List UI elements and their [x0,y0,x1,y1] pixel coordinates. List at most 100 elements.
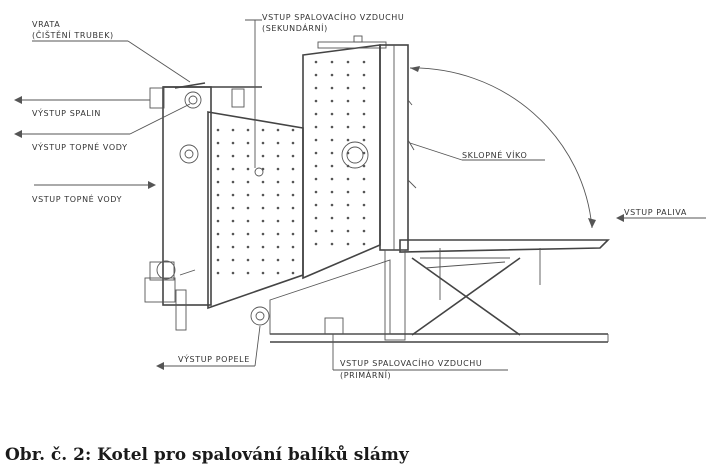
rivet [362,177,366,181]
rivet [261,219,265,223]
top-fittings [149,82,262,109]
rivet [346,73,350,77]
rivet [276,128,280,132]
rivet [291,219,295,223]
rivet [362,86,366,90]
rivet [362,112,366,116]
rivet [314,73,318,77]
rivet [291,154,295,158]
rivet [261,245,265,249]
rivet [261,128,265,132]
rivet [246,167,250,171]
ash-outlet-flange [250,306,270,326]
tilting-lid [379,44,596,251]
rivet [346,203,350,207]
rivet [362,138,366,142]
rivet [314,60,318,64]
label-vrata-title: VRATA [32,20,60,29]
rivet [231,271,235,275]
rivet [291,167,295,171]
rivet [314,190,318,194]
rivet [346,86,350,90]
rivet [314,242,318,246]
rivet [330,99,334,103]
rivet [276,154,280,158]
rivet [314,138,318,142]
rivet [246,193,250,197]
rivet [362,99,366,103]
rivet [276,206,280,210]
rivet [330,86,334,90]
label-viko-text: SKLOPNÉ VÍKO [462,149,527,160]
rivet [276,167,280,171]
rivet [261,180,265,184]
rivet [246,206,250,210]
figure-caption: Obr. č. 2: Kotel pro spalování balíků sl… [5,445,409,465]
label-vstup-sekundarni: VSTUP SPALOVACÍHO VZDUCHU (SEKUNDÁRNÍ) [245,11,404,177]
rivet [291,271,295,275]
rivet [346,216,350,220]
rivet [346,125,350,129]
label-vstup-paliva: VSTUP PALIVA [616,208,706,222]
rivet [330,229,334,233]
label-vstup-voda-text: VSTUP TOPNÉ VODY [32,193,122,204]
rivet [231,258,235,262]
rivet [291,206,295,210]
rivet [231,154,235,158]
rivet [216,258,220,262]
rivet [231,219,235,223]
label-vstup-topne-vody: VSTUP TOPNÉ VODY [32,181,156,204]
rivet [261,154,265,158]
rivet [330,177,334,181]
rivet [362,229,366,233]
rivet [276,180,280,184]
rivet [216,232,220,236]
rivet [362,151,366,155]
rivet [362,190,366,194]
rivet [346,242,350,246]
boiler-main-body [162,35,387,310]
label-sek-title: VSTUP SPALOVACÍHO VZDUCHU [262,11,404,22]
rivet [330,151,334,155]
rivet [291,258,295,262]
firebox-rivets [216,128,295,275]
rivet [246,271,250,275]
rivet [231,232,235,236]
rivet [346,177,350,181]
rivet [291,141,295,145]
label-vystup-voda-text: VÝSTUP TOPNÉ VODY [32,141,128,152]
rivet [330,203,334,207]
rivet [330,138,334,142]
rivet [276,141,280,145]
rivet [216,206,220,210]
rivet [314,99,318,103]
rivet [362,216,366,220]
label-vrata-sub: (ČIŠTĚNÍ TRUBEK) [32,29,114,40]
rivet [246,180,250,184]
pump-unit [144,260,196,331]
rivet [314,86,318,90]
tower-flange [341,141,369,169]
rivet [231,167,235,171]
boiler-diagram: VRATA (ČIŠTĚNÍ TRUBEK) VSTUP SPALOVACÍHO… [14,11,706,380]
rivet [291,128,295,132]
rivet [216,141,220,145]
rivet [362,125,366,129]
rivet [216,193,220,197]
rivet [362,73,366,77]
rivet [231,206,235,210]
rivet [291,245,295,249]
rivet [261,141,265,145]
rivet [330,216,334,220]
feed-table [384,239,610,341]
rivet [216,219,220,223]
rivet [314,177,318,181]
label-vstup-primarni: VSTUP SPALOVACÍHO VZDUCHU (PRIMÁRNÍ) [332,334,508,380]
rivet [346,138,350,142]
rivet [314,112,318,116]
water-flange [179,144,199,164]
rivet [291,193,295,197]
rivet [276,219,280,223]
rivet [362,60,366,64]
label-paliva-text: VSTUP PALIVA [624,208,687,217]
